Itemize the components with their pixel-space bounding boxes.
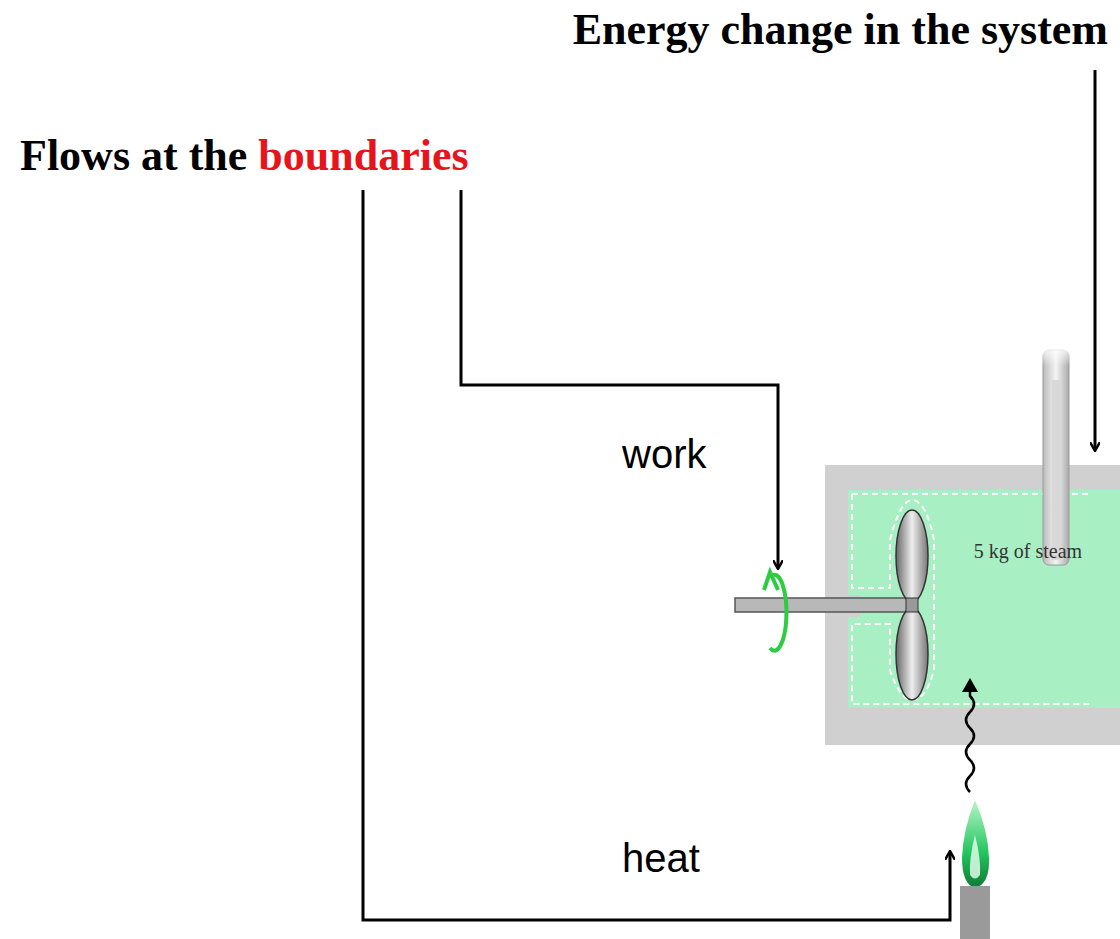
heat-arrowhead (962, 678, 978, 692)
flow-label: work (622, 432, 706, 476)
flow-label: heat (622, 836, 700, 880)
leader-lines (363, 70, 1095, 920)
heading: Flows at the (20, 132, 247, 180)
heat-wave (966, 686, 974, 792)
system-region: 5 kg of steam (848, 490, 1092, 708)
paddle-wheel (896, 510, 928, 700)
shaft (735, 598, 915, 612)
rotation-arrowhead (764, 572, 778, 590)
burner (960, 886, 990, 939)
flame (962, 800, 989, 888)
thermometer (1040, 345, 1072, 565)
heading-highlight: boundaries (258, 132, 468, 180)
heading: Energy change in the system (573, 6, 1108, 54)
system-label: 5 kg of steam (972, 540, 1084, 563)
